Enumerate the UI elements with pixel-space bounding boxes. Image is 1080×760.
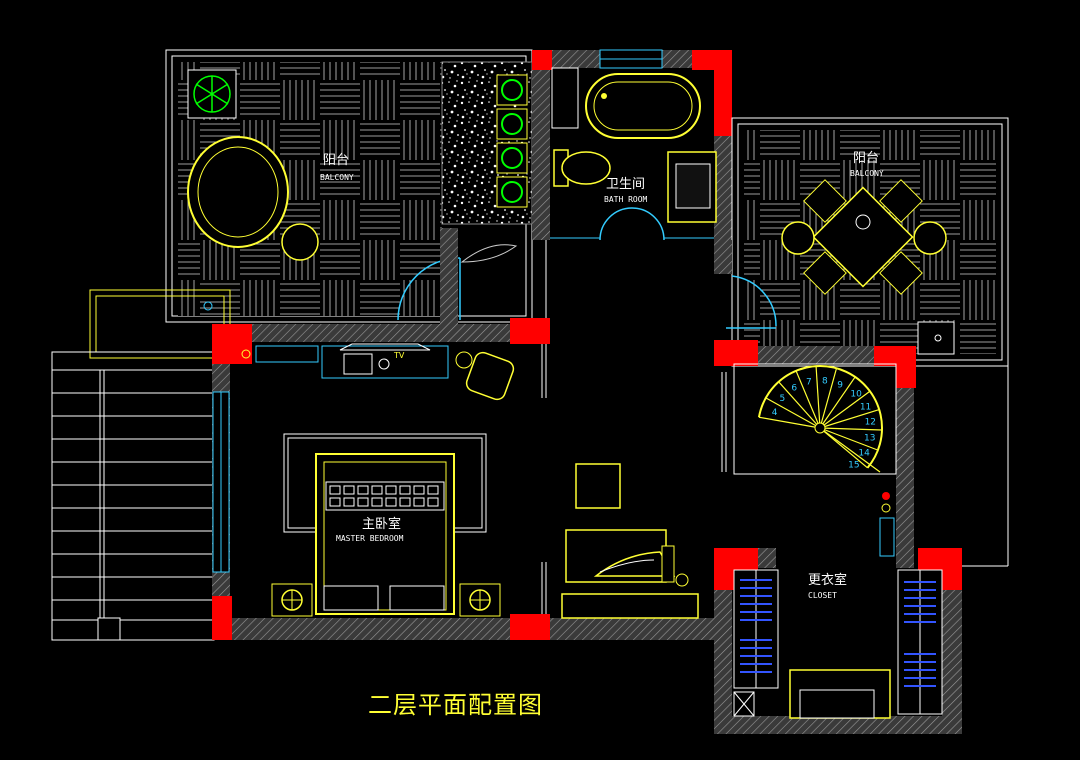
stair-tread — [819, 409, 880, 429]
side-table — [281, 223, 319, 261]
bathroom: 卫生间 BATH ROOM — [532, 49, 732, 241]
stair-tread — [795, 370, 821, 429]
room-label-zh: 主卧室 — [362, 516, 401, 532]
closet: 更衣室 CLOSET — [698, 548, 962, 734]
stair-tread — [819, 427, 882, 431]
stair-step-number: 7 — [806, 377, 812, 387]
stair-step-number: 9 — [837, 380, 843, 390]
bathtub-icon — [585, 73, 701, 139]
drawing-title: 二层平面配置图 — [368, 691, 543, 719]
room-label-zh: 更衣室 — [808, 572, 847, 588]
wardrobe-icon — [897, 569, 943, 715]
stair-step-number: 15 — [848, 461, 859, 471]
room-label-en: CLOSET — [808, 591, 837, 600]
spiral-stair-icon — [757, 365, 883, 473]
stair-tread — [819, 390, 871, 429]
door-swing-icon — [731, 275, 777, 327]
stair-step-number: 14 — [858, 448, 870, 458]
plant-icon — [187, 69, 237, 119]
lounge-chair — [187, 136, 289, 248]
stair-step-number: 13 — [864, 433, 875, 443]
room-label-en: BALCONY — [320, 173, 354, 182]
stair-tread — [819, 427, 879, 451]
stair-step-number: 5 — [780, 394, 786, 404]
wardrobe-icon — [733, 569, 779, 717]
room-label-zh: 阳台 — [853, 151, 879, 166]
master-bedroom-walls — [212, 228, 716, 640]
master-bedroom: TV — [230, 343, 699, 619]
stair-tread — [778, 381, 821, 429]
stair-tread — [819, 427, 868, 469]
stair-step-number: 8 — [822, 376, 828, 386]
stair-step-number: 6 — [791, 383, 797, 393]
toilet-icon — [553, 149, 611, 187]
balcony-left: 阳台 BALCONY — [165, 49, 533, 323]
room-label-zh: 卫生间 — [606, 177, 645, 192]
stair-center — [814, 422, 826, 434]
sink-icon — [667, 151, 717, 223]
armchair — [455, 351, 515, 401]
stair-tread — [819, 427, 881, 473]
stair-step-number: 11 — [860, 402, 871, 412]
stair-tread — [758, 416, 821, 429]
stair-step-number: 4 — [772, 408, 778, 418]
room-label-en: MASTER BEDROOM — [336, 534, 404, 543]
stair-tread — [815, 366, 821, 429]
room-label-en: BALCONY — [850, 169, 884, 178]
plant-icon — [496, 74, 528, 208]
stair-step-number: 12 — [865, 418, 876, 428]
tv-cabinet: TV — [321, 343, 449, 379]
stair-outline — [757, 365, 883, 469]
stair-step-number: 10 — [850, 390, 862, 400]
room-label-zh: 阳台 — [323, 153, 349, 168]
balcony-right: 阳台 BALCONY — [726, 117, 1009, 367]
stair-tread — [819, 368, 838, 429]
tv-label: TV — [393, 351, 405, 360]
door-swing-icon — [599, 207, 665, 241]
dining-set — [803, 179, 923, 295]
stair-tread — [765, 397, 821, 429]
room-label-en: BATH ROOM — [604, 195, 648, 204]
stair-tread — [819, 376, 856, 429]
exterior-stairs — [51, 289, 231, 641]
